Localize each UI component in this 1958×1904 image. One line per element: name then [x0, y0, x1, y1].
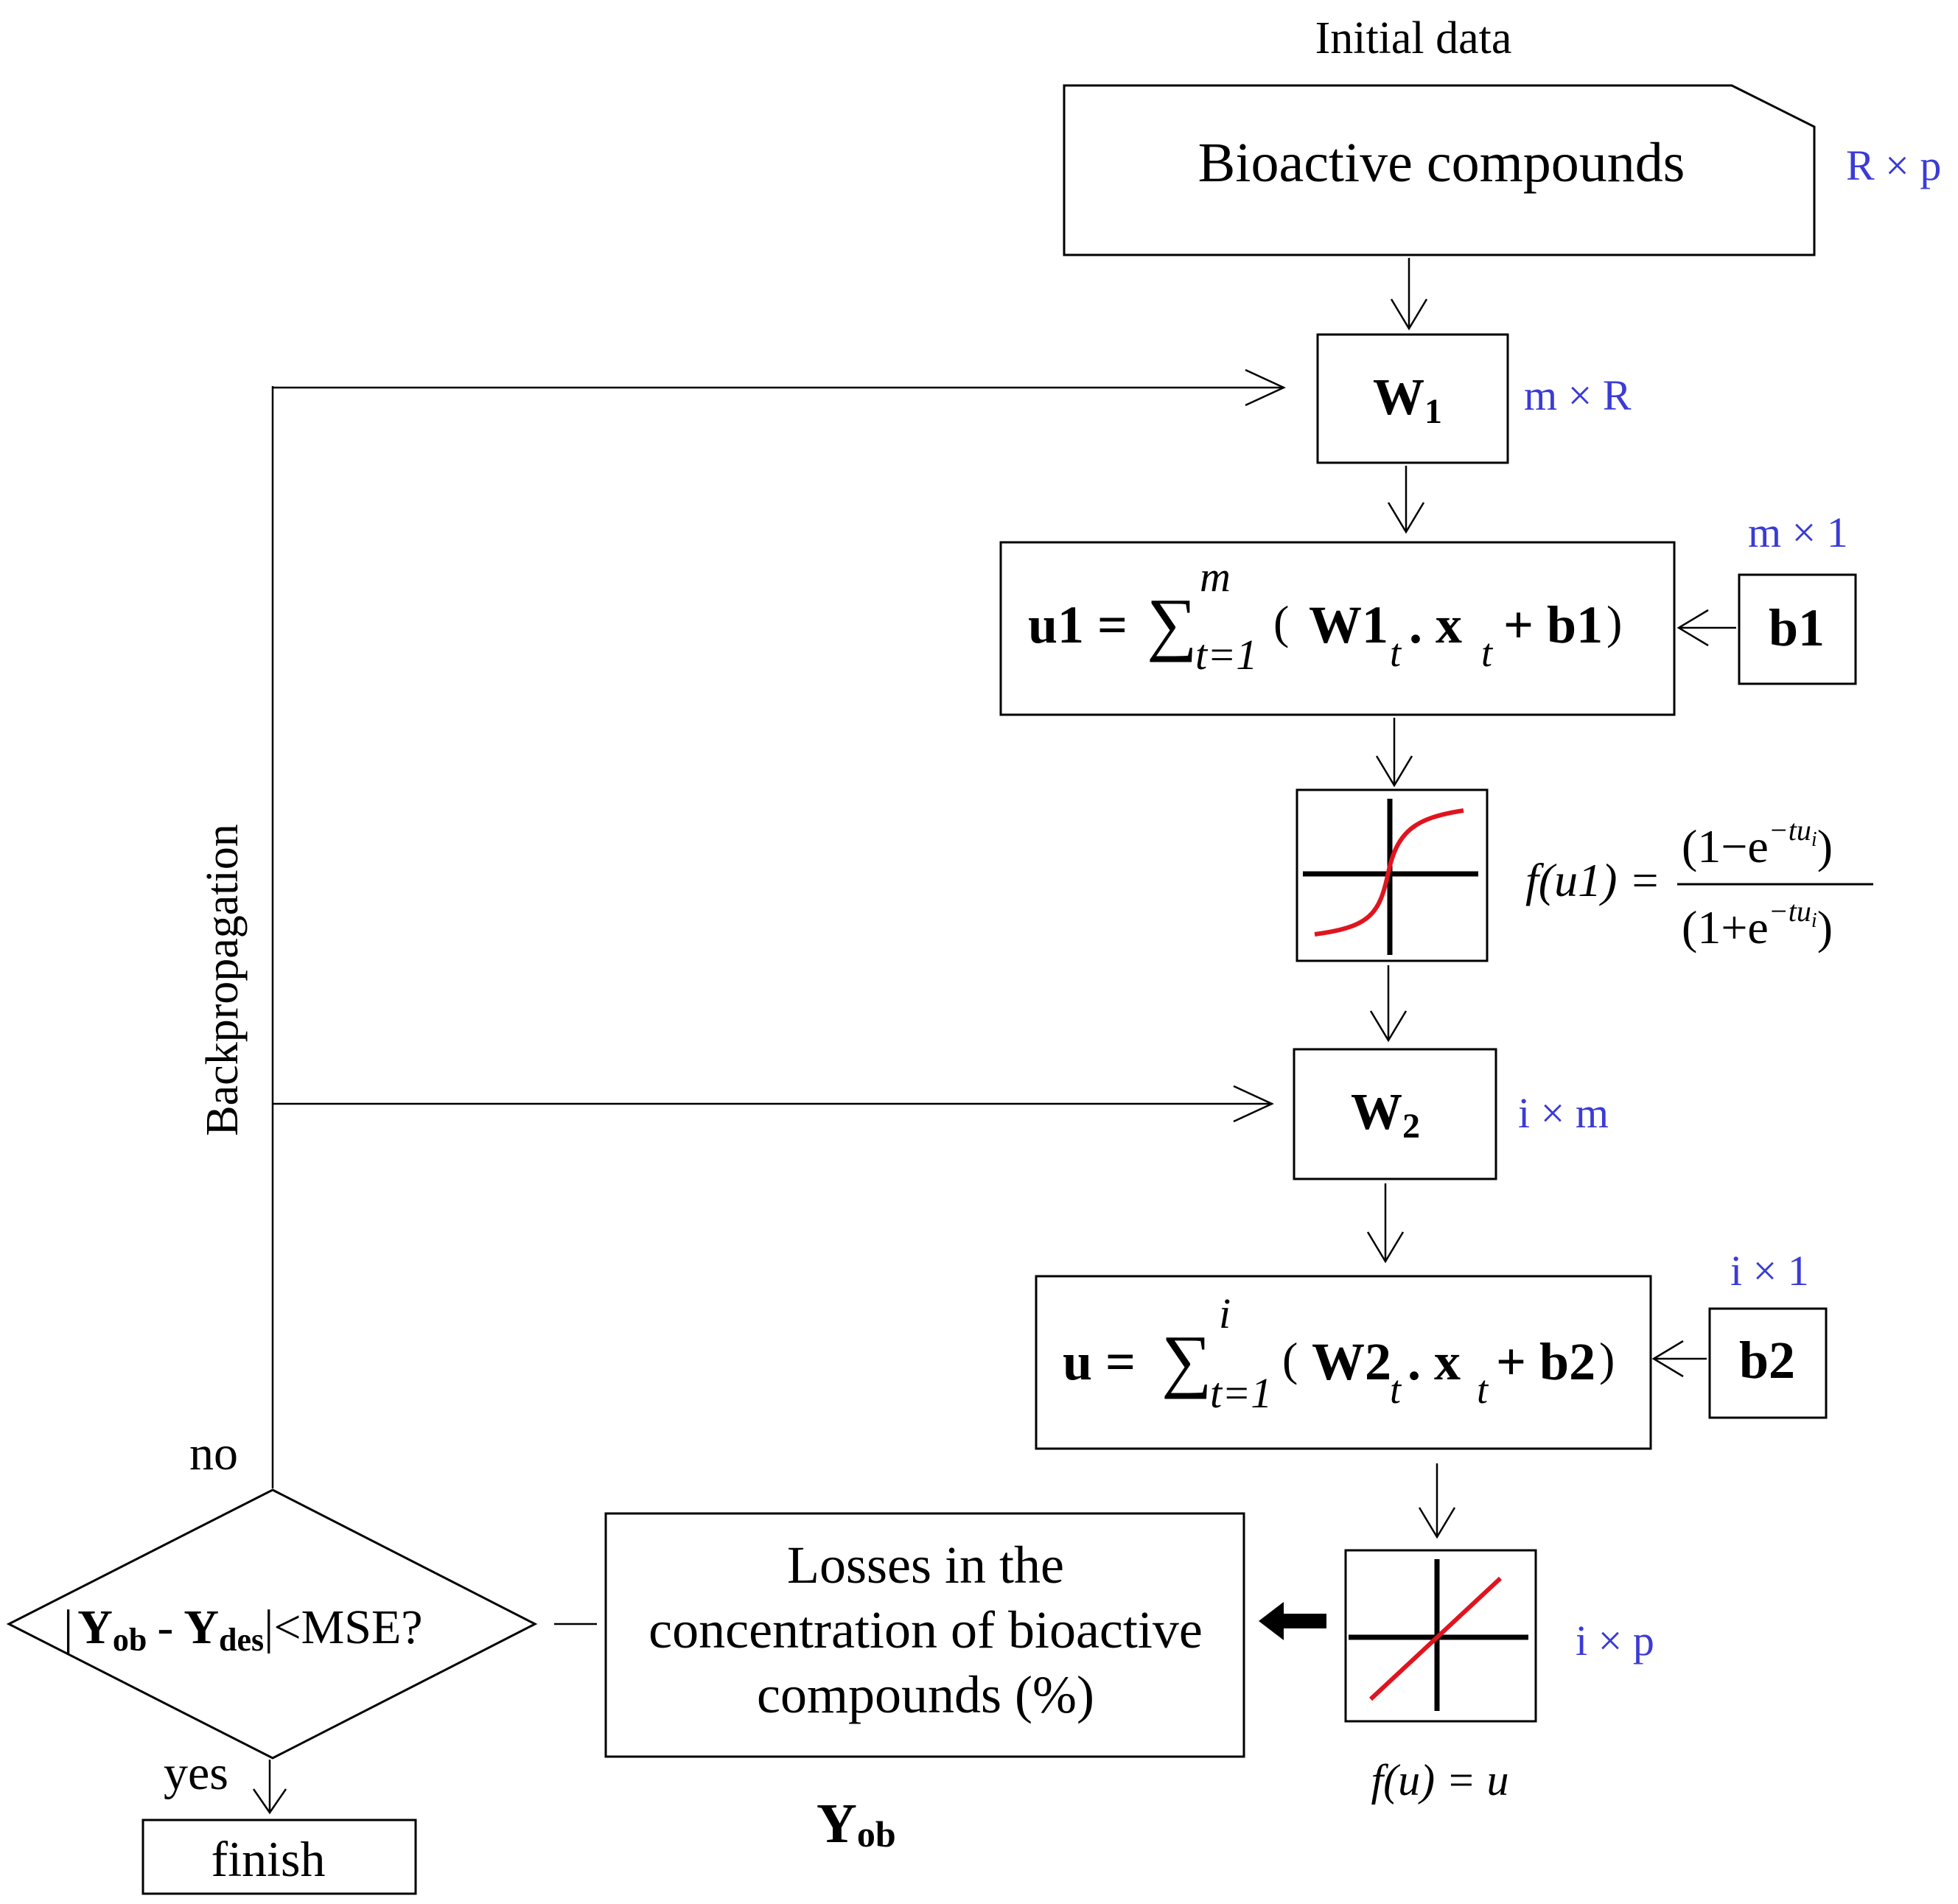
sum2-plus-b: + b2	[1496, 1332, 1595, 1391]
sum2-weight-sub: t	[1390, 1368, 1402, 1412]
arrowhead-sum2-to-linear	[1418, 1507, 1456, 1539]
b1-box	[1738, 573, 1857, 685]
sum1-open-paren: (	[1273, 596, 1289, 648]
arrowhead-backprop-to-w2	[1233, 1085, 1274, 1123]
sum2-formula: u = ∑ i t=1 ( W2 t . x t + b2 )	[1063, 1289, 1615, 1417]
sum1-close-paren: )	[1606, 596, 1622, 648]
sum2-open-paren: (	[1282, 1333, 1298, 1385]
arrowhead-input-to-w1	[1390, 298, 1428, 331]
b1-dim-label: m × 1	[1748, 508, 1848, 556]
arrowhead-sigmoid-to-w2	[1369, 1010, 1408, 1043]
decision-diamond	[6, 1488, 538, 1760]
sum1-formula: u1 = ∑ m t=1 ( W1 t . x t + b1 )	[1028, 553, 1622, 679]
sum1-weight-sub: t	[1390, 631, 1402, 675]
sum2-lhs: u =	[1063, 1332, 1136, 1391]
sigmoid-curve	[1314, 808, 1464, 937]
no-label: no	[189, 1427, 238, 1480]
w2-box	[1293, 1048, 1497, 1180]
activation1-lhs: f(u1) =	[1525, 854, 1661, 906]
sum2-dot-x: . x	[1408, 1332, 1461, 1391]
output-symbol: Yob	[817, 1793, 896, 1855]
finish-label: finish	[211, 1831, 326, 1887]
sum2-box	[1035, 1275, 1652, 1450]
decision-text: |Yob-Ydes|<MSE?	[63, 1600, 423, 1658]
sum1-dot-x: . x	[1409, 595, 1462, 654]
sum2-lower: t=1	[1210, 1369, 1272, 1417]
sum1-lower: t=1	[1195, 631, 1257, 679]
sum2-close-paren: )	[1599, 1333, 1615, 1385]
w2-dim-label: i × m	[1518, 1089, 1609, 1137]
sum2-weight: W2	[1312, 1332, 1391, 1391]
arrowhead-sum1-to-sigmoid	[1375, 755, 1413, 788]
input-data-box	[1063, 84, 1816, 256]
yes-label: yes	[164, 1746, 228, 1800]
sum1-x-sub: t	[1481, 631, 1494, 675]
output-box-line-3: compounds (%)	[757, 1665, 1094, 1724]
activation1-numerator: (1−e−tui)	[1682, 813, 1833, 872]
arrowhead-b1-to-sum1	[1676, 609, 1709, 647]
sum2-upper: i	[1219, 1289, 1231, 1337]
output-box	[604, 1512, 1245, 1758]
arrowhead-backprop-to-w1	[1245, 368, 1286, 407]
w1-box	[1316, 333, 1509, 464]
initial-data-label: Initial data	[1315, 13, 1512, 63]
sum2-sigma: ∑	[1161, 1320, 1211, 1399]
activation2-formula: f(u) = u	[1371, 1756, 1508, 1805]
b2-box	[1708, 1307, 1828, 1419]
sum1-box	[999, 541, 1676, 716]
sum1-weight: W1	[1309, 595, 1388, 654]
sum1-lhs: u1 =	[1028, 595, 1127, 654]
arrowhead-b2-to-sum2	[1651, 1340, 1684, 1378]
thick-arrow-shaft	[1281, 1614, 1326, 1628]
arrowhead-decision-to-finish	[252, 1788, 287, 1815]
input-dim-label: R × p	[1846, 141, 1941, 189]
sum1-upper: m	[1200, 553, 1231, 601]
b2-label: b2	[1739, 1331, 1795, 1390]
input-box-label: Bioactive compounds	[1198, 132, 1685, 194]
arrowhead-w2-to-sum2	[1366, 1231, 1405, 1264]
sum1-sigma: ∑	[1147, 584, 1197, 662]
activation1-formula: f(u1) = (1−e−tui) (1+e−tui)	[1525, 813, 1873, 953]
sum2-x-sub: t	[1477, 1368, 1489, 1412]
output-box-line-1: Losses in the	[787, 1536, 1064, 1595]
sum1-plus-b: + b1	[1503, 595, 1603, 654]
output-dim-label: i × p	[1576, 1617, 1654, 1665]
finish-box	[141, 1819, 417, 1895]
w2-label: W2	[1351, 1084, 1420, 1146]
b1-label: b1	[1769, 598, 1825, 657]
activation1-denominator: (1+e−tui)	[1682, 895, 1833, 953]
w1-label: W1	[1373, 369, 1442, 431]
w1-dim-label: m × R	[1524, 371, 1632, 419]
linear-curve	[1368, 1576, 1503, 1701]
backprop-label: Backpropagation	[197, 824, 248, 1136]
thick-arrowhead	[1259, 1602, 1284, 1640]
arrowhead-w1-to-sum1	[1387, 502, 1425, 534]
output-box-line-2: concentration of bioactive	[648, 1600, 1203, 1659]
b2-dim-label: i × 1	[1730, 1247, 1809, 1295]
